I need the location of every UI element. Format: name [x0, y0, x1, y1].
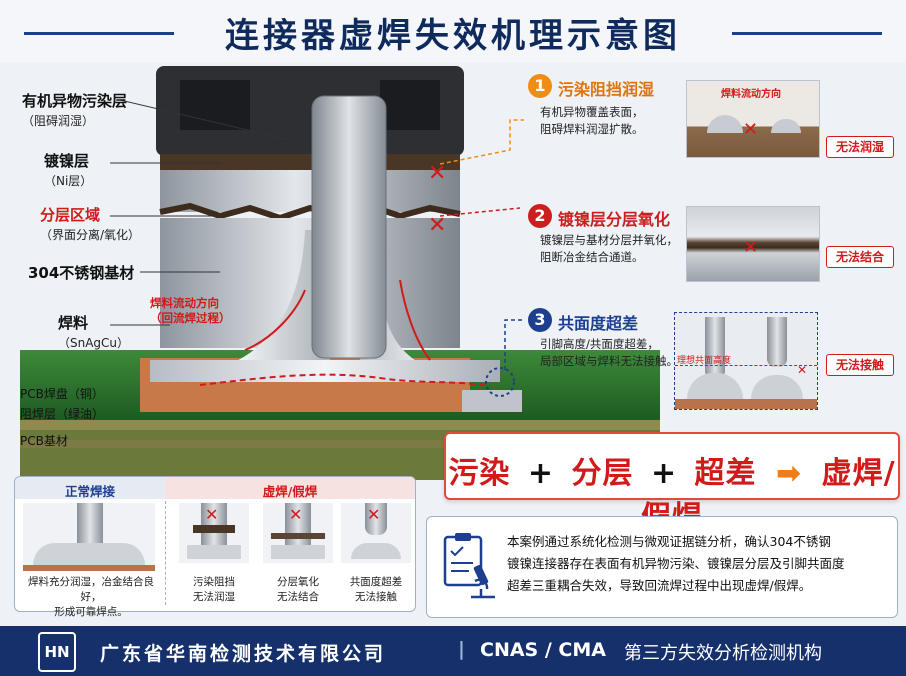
report-microscope-icon	[443, 533, 495, 599]
bad-weld-heading: 虚焊/假焊	[262, 484, 318, 499]
label-contamination: 有机异物污染层（阻碍润湿）	[22, 92, 128, 128]
pin-normal	[705, 317, 725, 379]
flow-arrow	[199, 373, 491, 387]
label-flow-direction: 焊料流动方向（回流焊过程）	[150, 296, 231, 325]
step-3-title: 共面度超差	[558, 314, 639, 333]
summary-text: 本案例通过系统化检测与微观证据链分析，确认304不锈钢镀镍连接器存在表面有机异物…	[507, 534, 845, 593]
connector-pin	[311, 95, 387, 359]
fail-x-icon: ✕	[289, 505, 303, 524]
pcb-layer-line	[20, 440, 660, 448]
label-delamination: 分层区域（界面分离/氧化）	[40, 206, 141, 242]
flow-arrow	[399, 279, 431, 361]
footer-bar: HN 广东省华南检测技术有限公司 | CNAS / CMA 第三方失效分析检测机…	[0, 626, 906, 676]
step-1-desc: 有机异物覆盖表面，阻碍焊料润湿扩散。	[540, 105, 644, 136]
title-bar	[0, 0, 906, 62]
step-1-thumbnail: 焊料流动方向 ✕	[686, 80, 820, 158]
solder-base	[150, 360, 500, 382]
fail-x-icon: ✕	[797, 363, 808, 377]
solder-fillet-left	[150, 230, 330, 380]
contamination-layer	[160, 154, 460, 170]
step-2-tag: 无法结合	[826, 246, 894, 268]
label-nickel: 镀镍层（Ni层）	[44, 152, 93, 188]
step-3-thumb-label: 理想共面高度	[677, 356, 732, 366]
pin-tip	[462, 390, 522, 412]
bad-item-3-image: ✕	[341, 503, 411, 563]
step-3-thumbnail: 理想共面高度 ✕	[674, 312, 818, 410]
title-deco-left	[24, 32, 174, 35]
agency-description: 第三方失效分析检测机构	[624, 643, 822, 664]
step-1-tag: 无法润湿	[826, 136, 894, 158]
fail-x-icon: ✕	[743, 237, 759, 258]
arrow-right-icon: ➡	[775, 456, 803, 491]
page-title: 连接器虚焊失效机理示意图	[225, 16, 681, 56]
label-solder: 焊料（SnAgCu）	[58, 314, 130, 350]
step-3-number: 3	[528, 308, 552, 332]
formula-box: 污染 + 分层 + 超差 ➡ 虚焊/假焊	[444, 432, 900, 535]
summary-panel: 本案例通过系统化检测与微观证据链分析，确认304不锈钢镀镍连接器存在表面有机异物…	[426, 516, 898, 618]
normal-weld-heading: 正常焊接	[64, 484, 115, 499]
housing-slot	[380, 80, 440, 130]
step-2-desc: 镀镍层与基材分层并氧化，阻断冶金结合通道。	[540, 233, 678, 264]
company-logo-icon: HN	[38, 632, 76, 672]
coplanarity-circle	[485, 367, 515, 397]
fail-mark-1: ✕	[428, 161, 446, 186]
company-name: 广东省华南检测技术有限公司	[100, 643, 387, 665]
bad-item-2-caption: 分层氧化无法结合	[277, 576, 319, 603]
fail-x-icon: ✕	[367, 505, 381, 524]
step-1-number: 1	[528, 74, 552, 98]
solder-raised	[751, 375, 803, 399]
flow-arrow	[244, 289, 306, 351]
pcb-layer-line	[20, 420, 660, 430]
solder-normal	[687, 373, 743, 399]
step-1-title: 污染阻挡润湿	[558, 80, 655, 99]
bad-item-2-image: ✕	[263, 503, 333, 563]
step-2-number: 2	[528, 204, 552, 228]
fail-x-icon: ✕	[743, 119, 759, 140]
normal-weld-image	[23, 503, 155, 571]
solder-fillet-right	[360, 230, 500, 380]
label-pcb-pad: PCB焊盘（铜）	[20, 387, 104, 401]
bad-item-1-image: ✕	[179, 503, 249, 563]
comparison-panel: 正常焊接 虚焊/假焊 焊料充分润湿，冶金结合良好，形成可靠焊点。 ✕ ✕ ✕ 污…	[14, 476, 416, 618]
step-1-thumb-label: 焊料流动方向	[721, 89, 781, 100]
solder-droplet	[707, 115, 743, 133]
normal-weld-caption: 焊料充分润湿，冶金结合良好，形成可靠焊点。	[28, 576, 154, 618]
label-solder-mask: 阻焊层（绿油）	[20, 407, 105, 421]
solder-droplet	[771, 119, 801, 133]
delamination-zone	[159, 202, 461, 222]
footer-separator: |	[458, 638, 465, 660]
label-stainless: 304不锈钢基材	[28, 264, 135, 282]
fail-mark-2: ✕	[428, 213, 446, 238]
housing-slot	[180, 80, 250, 130]
step-2-thumbnail: ✕	[686, 206, 820, 282]
bad-item-1-caption: 污染阻挡无法润湿	[193, 576, 235, 603]
step-3-tag: 无法接触	[826, 354, 894, 376]
fail-x-icon: ✕	[205, 505, 219, 524]
step-3-desc: 引脚高度/共面度超差，局部区域与焊料无法接触。	[540, 337, 678, 368]
certification: CNAS / CMA	[480, 639, 606, 661]
step-2-title: 镀镍层分层氧化	[558, 210, 671, 229]
bad-item-3-caption: 共面度超差无法接触	[349, 576, 403, 603]
title-deco-right	[732, 32, 882, 35]
pin-raised	[767, 317, 787, 367]
label-pcb-substrate: PCB基材	[20, 434, 68, 448]
